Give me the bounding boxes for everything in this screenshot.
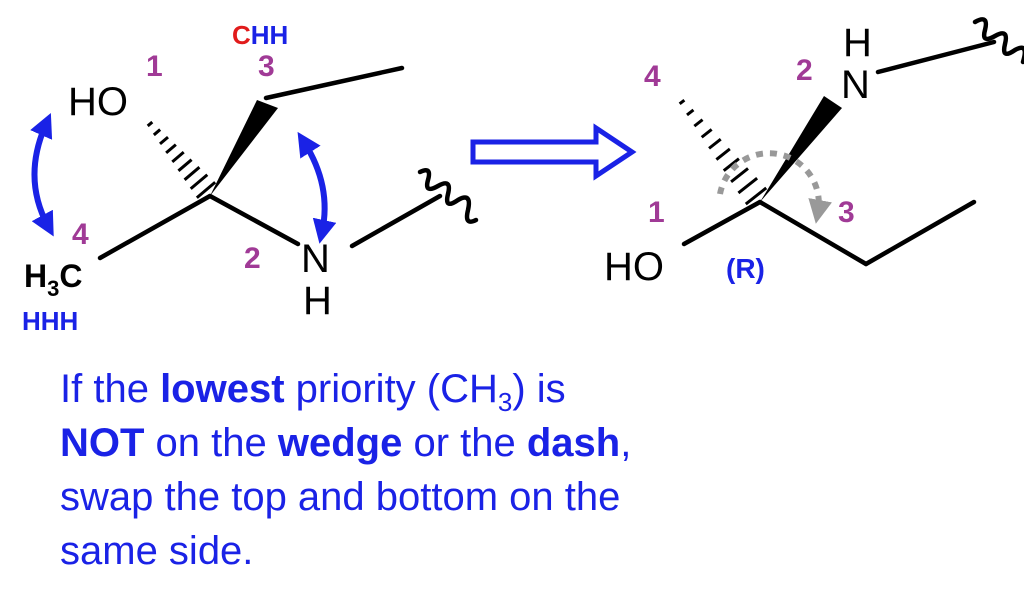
right-molecule: HO N H 1 2 3 4 (R) — [604, 17, 1024, 289]
hash-line — [730, 167, 749, 183]
right-nh-label: H — [843, 21, 872, 65]
hash-line — [744, 186, 768, 206]
hash-line — [700, 128, 713, 139]
hash-line — [146, 120, 154, 128]
left-ch3-h: H — [24, 258, 47, 294]
right-oh-label: HO — [604, 245, 664, 289]
right-priority-3: 3 — [838, 196, 855, 229]
left-n-label: N — [301, 237, 330, 281]
hash-line — [165, 143, 177, 155]
hash-line — [678, 98, 686, 106]
left-wedge-bond — [210, 100, 278, 196]
hash-line — [715, 147, 731, 161]
hash-line — [693, 118, 704, 128]
caption-line-3: swap the top and bottom on the — [60, 475, 621, 519]
left-ch3-c: C — [59, 258, 82, 294]
right-bond-n-chain — [875, 39, 997, 75]
right-priority-4: 4 — [644, 60, 661, 93]
hash-line — [195, 181, 217, 199]
hash-line — [159, 135, 169, 146]
left-ch3-sub: 3 — [47, 276, 59, 301]
caption-line-2: NOT on the wedge or the dash, — [60, 421, 632, 465]
left-oh-label: HO — [68, 80, 128, 124]
right-wedge-bond — [760, 96, 842, 202]
left-priority-3: 3 — [258, 50, 275, 83]
configuration-label: (R) — [726, 253, 765, 284]
hash-line — [171, 151, 185, 163]
left-priority-4: 4 — [72, 218, 89, 251]
hash-line — [686, 108, 695, 117]
left-molecule: HO H3C N H 1 2 3 4 CHH HHH — [22, 20, 479, 336]
caption-not: NOT — [60, 421, 145, 465]
hash-line — [189, 173, 209, 190]
left-nh-label: H — [303, 279, 332, 323]
caption-lowest: lowest — [160, 367, 285, 411]
hash-line — [177, 158, 193, 172]
right-priority-1: 1 — [648, 196, 665, 229]
caption-dash: dash — [526, 421, 621, 465]
right-squiggle — [972, 17, 1024, 65]
left-bond-c-ch3 — [97, 193, 213, 261]
left-bond-ethyl — [263, 65, 405, 101]
left-ethyl-c: C — [232, 20, 251, 50]
left-ethyl-hh: HH — [251, 20, 289, 50]
caption-wedge: wedge — [277, 421, 403, 465]
hash-line — [708, 137, 722, 150]
transform-arrow — [470, 123, 637, 181]
left-priority-2: 2 — [244, 242, 261, 275]
left-swap-arrow-oh-ch3 — [30, 113, 54, 237]
left-squiggle — [417, 168, 479, 224]
left-bond-n-chain — [349, 193, 443, 249]
hash-line — [737, 177, 759, 195]
right-bond-ethyl — [863, 199, 977, 267]
hash-line — [183, 166, 201, 181]
right-n-label: N — [841, 63, 870, 107]
right-priority-2: 2 — [796, 54, 813, 87]
right-bond-c-ethyl — [757, 199, 869, 267]
right-bond-c-oh — [681, 199, 763, 247]
left-methyl-annotation: HHH — [22, 306, 78, 336]
caption-line-1: If the lowest priority (CH3) is — [60, 367, 566, 417]
hash-line — [152, 128, 162, 137]
left-ch3-label: H3C — [24, 258, 82, 301]
caption: If the lowest priority (CH3) is NOT on t… — [60, 362, 1000, 578]
left-dash-bond — [146, 120, 217, 199]
left-priority-1: 1 — [146, 50, 163, 83]
right-dash-bond — [678, 98, 768, 206]
caption-line-4: same side. — [60, 529, 254, 573]
right-swap-arrow-ethyl-n — [297, 131, 337, 244]
hash-line — [722, 157, 740, 172]
left-bond-c-n — [207, 193, 301, 247]
left-ethyl-annotation: CHH — [232, 20, 288, 50]
